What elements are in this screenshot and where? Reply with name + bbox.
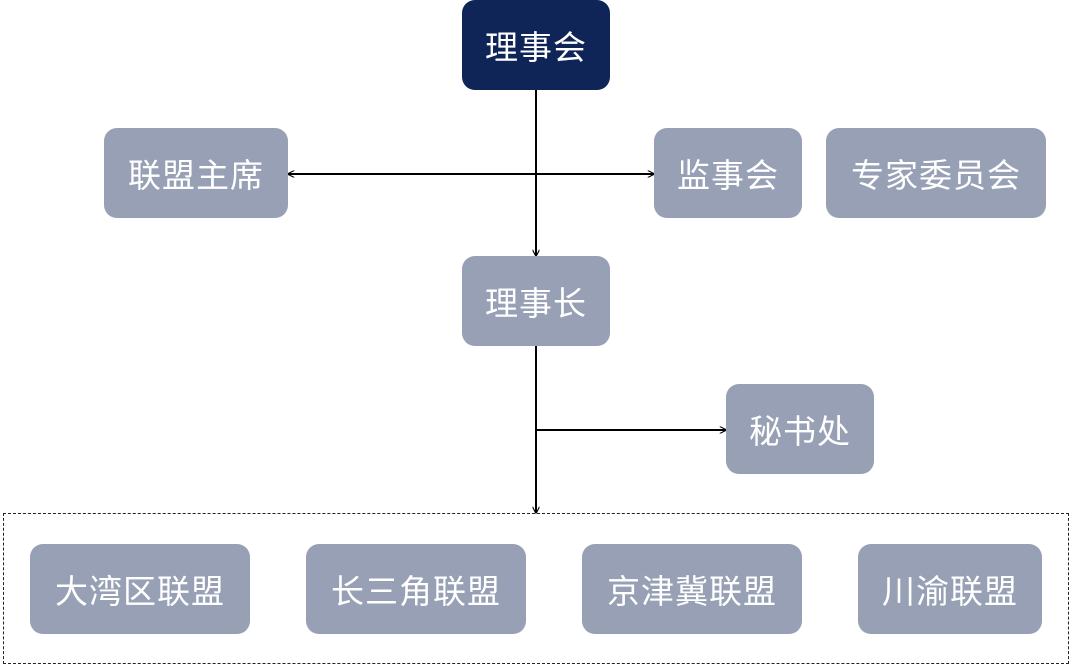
node-secretariat: 秘书处 (726, 384, 874, 474)
node-alliance-jing-jin-ji: 京津冀联盟 (582, 544, 802, 634)
node-president: 理事长 (462, 256, 610, 346)
node-board: 理事会 (462, 0, 610, 90)
node-alliance-yangtze-delta: 长三角联盟 (306, 544, 526, 634)
node-alliance-greater-bay-area: 大湾区联盟 (30, 544, 250, 634)
node-supervisory-board: 监事会 (654, 128, 802, 218)
alliance-group-frame (3, 513, 1069, 664)
node-alliance-chair: 联盟主席 (104, 128, 288, 218)
node-expert-committee: 专家委员会 (826, 128, 1046, 218)
node-alliance-chuan-yu: 川渝联盟 (858, 544, 1042, 634)
